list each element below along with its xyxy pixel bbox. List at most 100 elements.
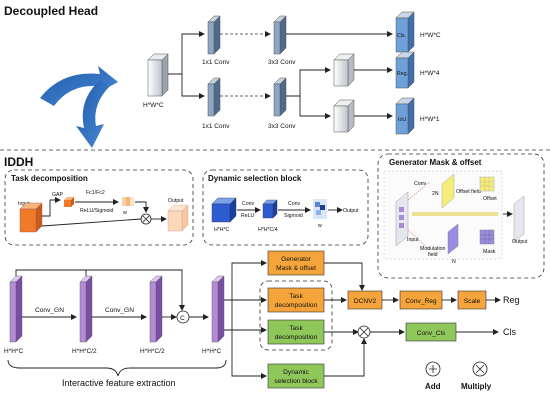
td-input-cube [19,202,43,233]
ds-sigmoid-label: Sigmoid [284,213,303,219]
generator-line2: Mask & offset [276,265,316,272]
dim-label-3: H*H*C/2 [140,348,165,355]
td-input-label: Input [18,201,30,207]
ds-input-cube [211,197,237,223]
reg-output-block [395,51,415,89]
td-weight-block [122,197,134,206]
task-dec-1-line2: decomposition [275,302,318,309]
lower-conv1-label: 1x1 Conv [202,123,230,130]
dynamic-selection-title: Dynamic selection block [208,174,302,183]
upper-white-block-a [333,53,355,87]
gen-n-label: N [452,259,456,265]
gen-conv-label: Conv [414,181,427,187]
gen-mask-grid [479,229,495,245]
iou-output-text: IoU [398,117,406,123]
task-dec-2-line2: decomposition [275,334,318,341]
task-dec-2-line1: Task [289,325,303,332]
lower-white-block-b [333,99,355,133]
gen-input-plane [395,191,409,247]
cls-output-text: Cls. [397,33,406,39]
generator-block [267,250,325,276]
generator-line1: Generator [281,256,311,263]
dynamic-selection-panel [202,169,369,246]
dim-label-2: H*H*C/2 [72,348,97,355]
td-w-label: w [123,210,127,216]
input-feature-block [147,53,169,97]
task-decomposition-panel [4,169,194,246]
dim-label-1: H*H*C [4,348,23,355]
upper-conv3-label: 3x3 Conv [268,59,296,66]
add-icon [425,361,441,377]
lower-conv3-block [273,77,287,117]
cls-output-block [395,11,415,53]
task-decomposition-block-1 [267,287,325,313]
dynamic-line2: selection block [274,378,318,385]
ds-conv1-label: Conv [242,201,255,207]
reg-dim-label: H*W*4 [420,70,440,77]
task-decomposition-group [259,280,333,351]
feature-block-3 [149,275,163,343]
ds-weight-map [313,199,327,219]
add-legend-label: Add [425,382,441,391]
ds-relu-label: ReLU [241,213,255,219]
td-output-cube [167,204,189,232]
td-relu-sigmoid-label: ReLU/Sigmoid [80,208,114,214]
lower-conv1-block [207,77,221,117]
gen-input-label: Input [407,237,419,243]
cls-multiply-icon [357,325,371,339]
input-dim-label: H*W*C [143,102,164,109]
upper-conv1-label: 1x1 Conv [202,59,230,66]
curved-arrow-icon-lower [76,80,110,148]
gen-output-plane [513,195,525,243]
decoupled-head-title: Decoupled Head [4,4,98,18]
cls-output-label: Cls [503,327,516,337]
multiply-icon [472,361,488,377]
task-decomposition-title: Task decomposition [11,174,88,183]
conv-cls-label: Conv_Cls [417,330,446,337]
upper-conv1-block [207,15,221,55]
gen-offset-label: Offset [483,196,497,202]
task-decomposition-block-2 [267,319,325,345]
lower-conv3-label: 3x3 Conv [268,123,296,130]
gen-offset-field [441,173,455,209]
conv-reg-label: Conv_Reg [405,298,436,305]
td-gap-block [64,197,74,207]
scale-label: Scale [464,298,481,305]
ds-w-label: w [318,223,322,229]
td-multiply-icon [140,213,152,225]
td-output-label: Output [168,198,184,204]
reg-output-text: Reg. [397,71,408,77]
feature-block-4 [211,275,225,343]
iddh-title: IDDH [4,155,33,169]
ds-dim2-label: H*H*C/4 [258,227,278,233]
conv-gn-label-2: Conv_GN [105,307,134,314]
feature-block-2 [79,275,93,343]
upper-conv3-block [273,15,287,55]
ds-mid-cube [262,199,278,219]
multiply-legend-label: Multiply [461,382,492,391]
ds-output-label: Output [343,208,359,214]
task-dec-1-line1: Task [289,293,303,300]
gen-field-label: field [428,252,438,258]
generator-title: Generator Mask & offset [389,158,482,167]
dynamic-line1: Dynamic [283,369,309,376]
dynamic-selection-block [267,363,325,389]
concat-label: C [180,315,185,322]
td-gap-label: GAP [52,192,63,198]
gen-2n-label: 2N [432,191,439,197]
cls-dim-label: H*W*C [420,32,441,39]
gen-output-label: Output [512,239,528,245]
td-fc-label: Fc1/Fc2 [86,190,105,196]
gen-offset-grid [479,176,495,192]
gen-mask-label: Mask [483,249,496,255]
curved-arrow-icon [40,66,118,106]
gen-modulation-field [447,223,459,255]
dcnv2-label: DCNV2 [354,298,377,305]
iou-dim-label: H*W*1 [420,116,440,123]
conv-gn-label-1: Conv_GN [35,307,64,314]
dim-label-4: H*H*C [202,348,221,355]
reg-output-label: Reg [503,295,520,305]
feature-block-1 [9,275,23,343]
